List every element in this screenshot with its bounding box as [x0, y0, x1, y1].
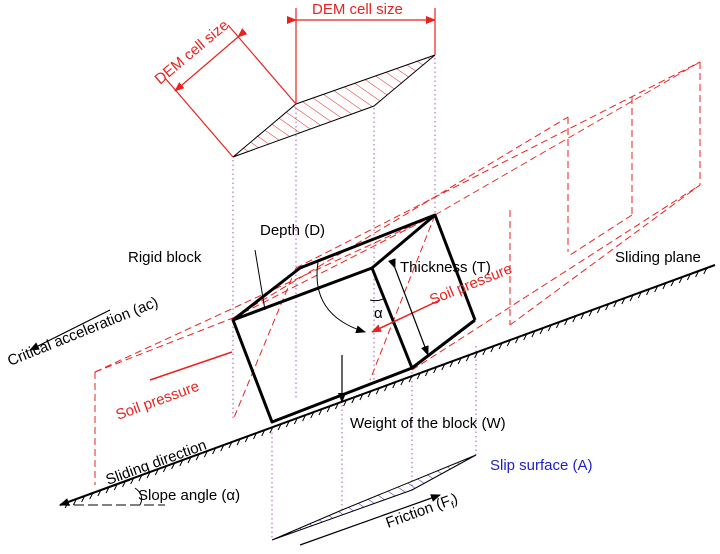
rigid-block	[231, 213, 477, 424]
soil-columns	[94, 61, 701, 485]
sliding-plane-label: Sliding plane	[615, 249, 701, 266]
slip-surface	[271, 454, 477, 541]
friction-close: )	[450, 490, 461, 508]
alpha-symbol: α	[374, 305, 383, 322]
critical-acceleration-label: Critical acceleration (ac)	[5, 294, 161, 370]
friction-subscript: f	[450, 500, 457, 511]
friction-text: Friction (F	[384, 493, 453, 532]
friction-label: Friction (Ff)	[384, 490, 462, 535]
sliding-plane	[59, 264, 716, 509]
slip-surface-label: Slip surface (A)	[490, 457, 593, 474]
weight-label: Weight of the block (W)	[350, 415, 506, 432]
slope-angle-label: Slope angle (α)	[138, 487, 240, 504]
projection-lines	[232, 58, 477, 540]
arrows	[29, 249, 441, 546]
sliding-direction-label: Sliding direction	[104, 437, 209, 489]
dem-cell	[164, 8, 436, 158]
rigid-block-label: Rigid block	[128, 249, 202, 266]
dem-cell-size-top-label: DEM cell size	[312, 1, 403, 18]
soil-pressure-left-label: Soil pressure	[114, 378, 202, 424]
depth-label: Depth (D)	[260, 222, 325, 239]
thickness-label: Thickness (T)	[400, 259, 491, 276]
